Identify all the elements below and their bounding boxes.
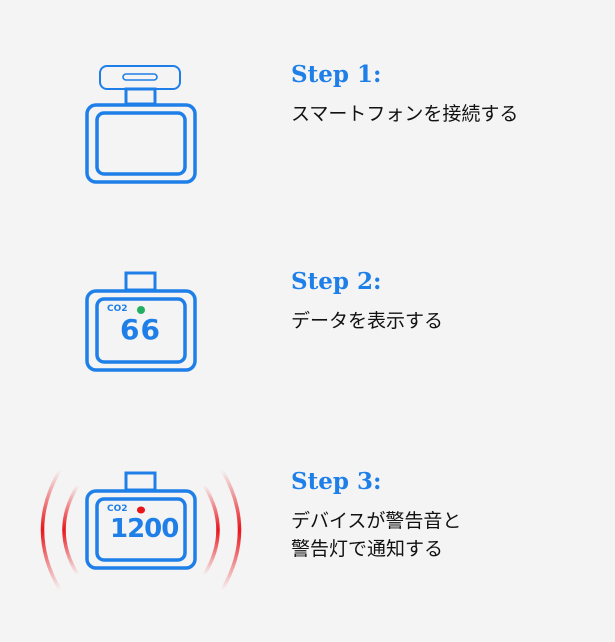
step-description: 警告灯で通知する bbox=[291, 538, 444, 560]
co2-value: 66 bbox=[120, 313, 161, 346]
step-2: Step 2: データを表示する bbox=[291, 267, 443, 335]
co2-label: CO2 bbox=[107, 504, 128, 514]
co2-value: 1200 bbox=[110, 514, 179, 544]
step-description: スマートフォンを接続する bbox=[291, 103, 519, 125]
step-1: Step 1: スマートフォンを接続する bbox=[291, 60, 518, 128]
status-dot-red bbox=[137, 506, 145, 514]
step-description: デバイスが警告音と bbox=[291, 510, 462, 532]
step-title: Step 2: bbox=[291, 268, 382, 295]
co2-label: CO2 bbox=[107, 304, 128, 314]
step-title: Step 1: bbox=[291, 61, 382, 88]
step-title: Step 3: bbox=[291, 468, 382, 495]
step-3: Step 3: デバイスが警告音と 警告灯で通知する bbox=[291, 467, 461, 563]
step-description: データを表示する bbox=[291, 310, 444, 332]
